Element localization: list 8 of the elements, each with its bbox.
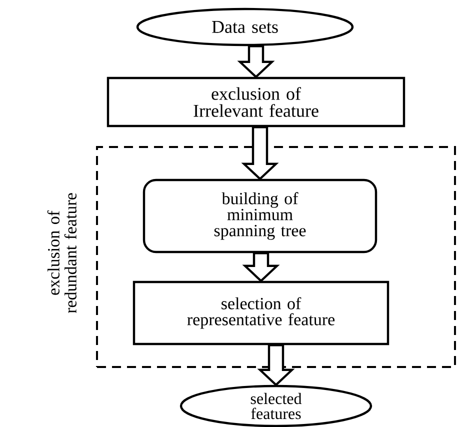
process-box: building of minimum spanning tree bbox=[142, 178, 378, 254]
block-arrow bbox=[241, 126, 279, 180]
process-box: exclusion of Irrelevant feature bbox=[106, 76, 406, 128]
group-label: exclusion of redundant feature bbox=[47, 193, 76, 314]
block-arrow bbox=[242, 252, 280, 282]
block-arrow bbox=[237, 45, 275, 78]
block-arrow bbox=[257, 344, 295, 386]
process-box: selection of representative feature bbox=[132, 280, 390, 346]
